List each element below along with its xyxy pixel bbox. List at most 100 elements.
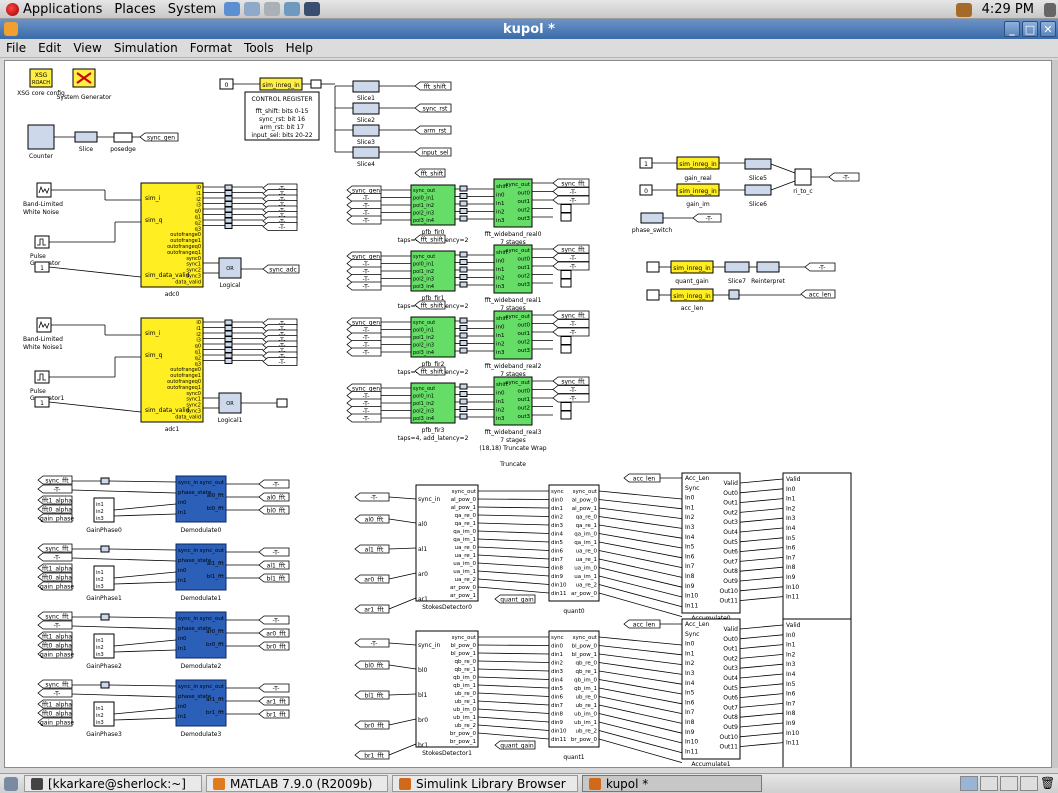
mail-launcher-icon[interactable] [244,2,261,16]
demod-a-goto[interactable] [258,628,290,638]
gainphase-delay-block[interactable] [100,613,110,621]
gainphase-input-goto[interactable] [37,581,73,591]
notification-icon[interactable] [955,2,972,17]
control-register-note[interactable] [244,91,320,141]
pfb-fir-block[interactable] [410,382,456,424]
fft-wideband-block[interactable] [493,178,533,228]
fft-sync-goto[interactable] [552,376,590,386]
gainphase-delay-block[interactable] [100,477,110,485]
fft-out-goto[interactable] [552,261,590,271]
gainphase-input-goto[interactable] [37,620,73,630]
task-library-browser[interactable]: Simulink Library Browser [392,775,578,792]
phase-switch-block[interactable] [640,212,664,224]
sync-gen-goto[interactable] [139,132,179,142]
gainphase-input-goto[interactable] [37,649,73,659]
demodulate-block[interactable] [175,679,227,727]
fft-shift-goto[interactable] [414,366,446,376]
gainphase-input-goto[interactable] [37,717,73,727]
adc-convert-block[interactable] [224,212,233,218]
fft-terminator-block[interactable] [560,204,572,213]
adc-goto[interactable] [262,357,298,366]
fft-terminator-block[interactable] [560,278,572,288]
control-slice-goto[interactable] [414,103,452,113]
control-slice-block[interactable] [352,124,380,137]
adc-block[interactable] [140,182,204,288]
quant-gain-goto[interactable] [804,262,836,272]
ri-to-c-goto[interactable] [828,172,860,182]
fft-out-goto[interactable] [552,187,590,196]
pfb-delay-block[interactable] [459,317,468,324]
reinterpret-block[interactable] [756,261,780,273]
menu-view[interactable]: View [73,41,102,55]
vertical-scrollbar[interactable] [1052,60,1058,768]
gainphase-input-goto[interactable] [37,688,73,698]
system-menu[interactable]: System [162,0,222,19]
acc-len-goto[interactable] [800,289,836,299]
demod-b-goto[interactable] [258,709,290,719]
accumulate-block[interactable] [681,618,741,760]
pfb-delay-block[interactable] [459,332,468,339]
pfb-delay-block[interactable] [459,406,468,412]
pfb-delay-block[interactable] [459,193,468,199]
ri-to-c-block[interactable] [794,168,812,186]
xsg-core-config-block[interactable] [29,68,53,88]
control-slice-block[interactable] [352,146,380,159]
gainphase-input-goto[interactable] [37,484,73,494]
logical-block[interactable] [218,257,242,279]
pfb-delay-block[interactable] [459,347,468,354]
pfb-delay-block[interactable] [459,413,468,420]
stokes-detector-block[interactable] [415,484,479,602]
adc-convert-block[interactable] [224,336,233,342]
fft-sync-goto[interactable] [552,244,590,254]
workspace-1[interactable] [960,776,978,791]
gainphase-input-goto[interactable] [37,631,73,641]
pfb-delay-block[interactable] [459,274,468,280]
fft-terminator-block[interactable] [560,402,572,411]
slice7-block[interactable] [724,261,750,273]
fft-sync-goto[interactable] [552,178,590,188]
sync-adc-goto[interactable] [262,264,300,274]
menu-help[interactable]: Help [285,41,313,55]
stokes-detector-block[interactable] [415,630,479,748]
write-block[interactable] [782,472,852,624]
gainphase-input-goto[interactable] [37,708,73,718]
adc-convert-block[interactable] [224,330,233,337]
adc-convert-block[interactable] [224,319,233,326]
pfb-delay-block[interactable] [459,259,468,265]
adc-convert-block[interactable] [224,190,233,196]
acc-len-const[interactable] [646,289,660,301]
adc-convert-block[interactable] [224,201,233,207]
gainphase-input-goto[interactable] [37,611,73,621]
fft-terminator-block[interactable] [560,344,572,354]
pulse-block[interactable] [34,235,50,249]
network-launcher-icon[interactable] [284,2,301,16]
editor-launcher-icon[interactable] [264,2,281,16]
adc-convert-block[interactable] [224,341,233,348]
menu-edit[interactable]: Edit [38,41,62,55]
fft-shift-goto[interactable] [414,234,446,244]
menu-file[interactable]: File [6,41,27,55]
demodulate-block[interactable] [175,543,227,591]
close-button[interactable]: ✕ [1040,21,1056,37]
quant-gain-const[interactable] [646,261,660,273]
fft-out-goto[interactable] [552,195,590,205]
fft-terminator-block[interactable] [560,336,572,345]
gainphase-delay-block[interactable] [100,545,110,553]
gainphase-input-goto[interactable] [37,495,73,505]
slice5-block[interactable] [744,158,772,170]
volume-icon[interactable] [1044,2,1056,17]
pfb-fir-block[interactable] [410,250,456,292]
fft-out-goto[interactable] [552,327,590,337]
pulse-block[interactable] [34,370,50,384]
workspace-3[interactable] [1000,776,1018,791]
task-kupol[interactable]: kupol * [582,775,762,792]
pfb-delay-block[interactable] [459,185,468,192]
quant-gain-input-goto[interactable] [494,594,536,604]
workspace-2[interactable] [980,776,998,791]
demod-b-goto[interactable] [258,505,290,515]
adc-block[interactable] [140,317,204,423]
workspace-4[interactable] [1020,776,1038,791]
phase-switch-goto[interactable] [692,213,722,223]
control-slice-goto[interactable] [414,147,452,157]
gainphase-input-goto[interactable] [37,475,73,485]
